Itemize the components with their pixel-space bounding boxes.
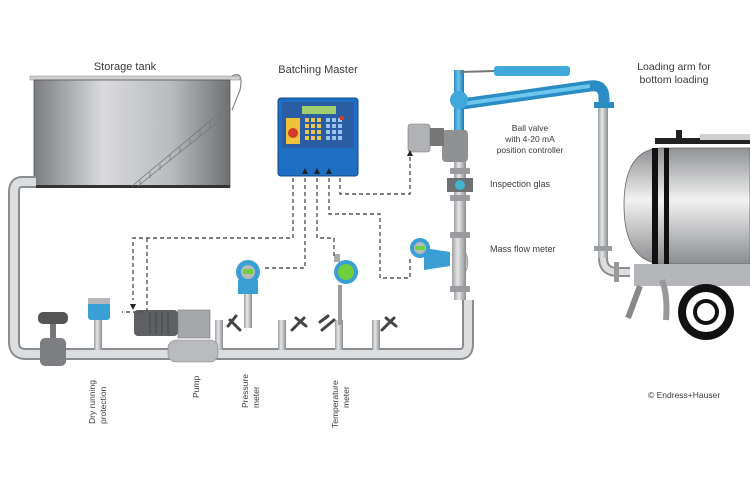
loading-arm bbox=[450, 66, 630, 282]
mass-flow-meter-label: Mass flow meter bbox=[490, 244, 556, 254]
inspection-glas-label: Inspection glas bbox=[490, 179, 551, 189]
mass-flow-meter bbox=[410, 237, 469, 287]
pump-label-group: Pump bbox=[191, 376, 201, 398]
pressure-label-2: meter bbox=[251, 386, 261, 408]
tanker-truck bbox=[623, 130, 750, 340]
pump bbox=[134, 309, 219, 363]
inspection-glas bbox=[447, 178, 473, 192]
tank-stairs bbox=[131, 105, 231, 187]
storage-tank-label: Storage tank bbox=[94, 61, 157, 73]
storage-tank: Storage tank bbox=[29, 61, 242, 188]
pressure-meter bbox=[236, 260, 260, 328]
loading-arm-label-1: Loading arm for bbox=[637, 61, 711, 73]
signal-arrows bbox=[130, 150, 413, 310]
loading-arm-label-2: bottom loading bbox=[640, 74, 709, 86]
manual-valve bbox=[38, 312, 68, 366]
pump-label: Pump bbox=[191, 376, 201, 398]
temperature-meter bbox=[334, 254, 358, 325]
temperature-label-group: Temperature meter bbox=[330, 380, 351, 428]
tank-roof-railing bbox=[29, 75, 241, 81]
tank-body bbox=[33, 79, 231, 188]
signal-lines bbox=[122, 152, 411, 313]
ball-valve-label-1: Ball valve bbox=[512, 123, 549, 133]
batching-master-label: Batching Master bbox=[278, 64, 358, 76]
main-pipeline bbox=[8, 130, 474, 360]
copyright-label: © Endress+Hauser bbox=[648, 390, 720, 400]
pressure-label-1: Pressure bbox=[240, 374, 250, 408]
position-controller bbox=[407, 123, 431, 153]
temperature-label-1: Temperature bbox=[330, 380, 340, 428]
temperature-label-2: meter bbox=[341, 386, 351, 408]
ball-valve bbox=[407, 123, 468, 162]
controller-display bbox=[302, 106, 336, 114]
dry-running-protection-sensor bbox=[88, 298, 110, 350]
dry-running-label-2: protection bbox=[98, 386, 108, 424]
emergency-stop-button bbox=[288, 128, 298, 138]
pressure-label-group: Pressure meter bbox=[240, 374, 261, 408]
batching-master-controller: Batching Master bbox=[277, 64, 359, 177]
dry-running-label-1: Dry running bbox=[87, 380, 97, 424]
ball-valve-label-2: with 4-20 mA bbox=[504, 134, 555, 144]
ball-valve-label-3: position controller bbox=[497, 145, 564, 155]
dry-running-label: Dry running protection bbox=[87, 380, 108, 424]
